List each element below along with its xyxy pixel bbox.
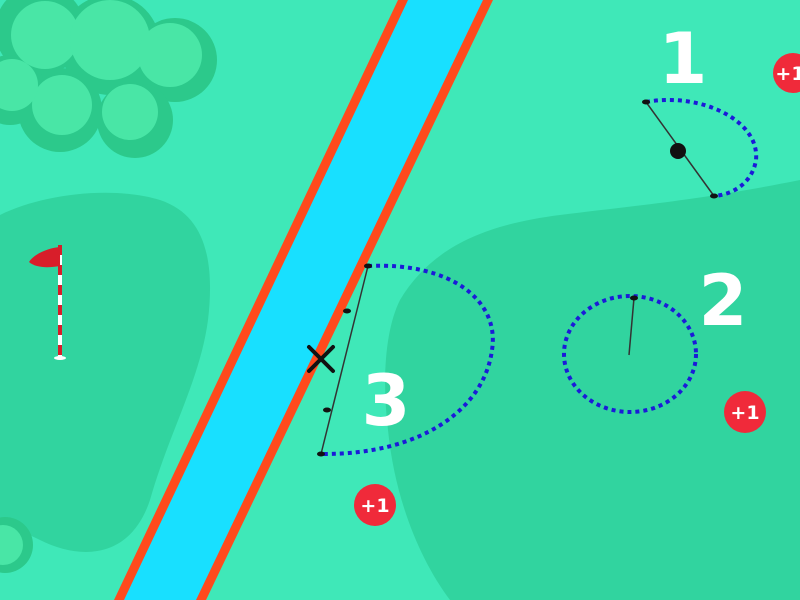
penalty-badge-3: +1 — [354, 484, 396, 526]
penalty-badge-3-text: +1 — [360, 495, 389, 517]
penalty-badge-1-text: +1 — [775, 63, 800, 85]
zone-2-number: 2 — [699, 260, 748, 342]
relief-zone-1 — [642, 97, 759, 199]
ball-icon — [670, 143, 686, 159]
tree-bottom-left — [0, 517, 33, 573]
zone-1-number: 1 — [659, 18, 708, 100]
trees-top-left — [0, 0, 217, 158]
penalty-badge-2-text: +1 — [730, 402, 759, 424]
penalty-badge-1: +1 — [773, 53, 800, 93]
relief-zone-3 — [317, 263, 495, 457]
x-mark-icon — [307, 345, 335, 373]
zone-3-number: 3 — [362, 360, 411, 442]
relief-zone-2 — [562, 294, 698, 414]
water-hazard — [124, 0, 483, 600]
rough-right — [385, 180, 800, 600]
golf-flag-icon — [29, 245, 66, 360]
rough-left — [0, 192, 211, 552]
penalty-badge-2: +1 — [724, 391, 766, 433]
